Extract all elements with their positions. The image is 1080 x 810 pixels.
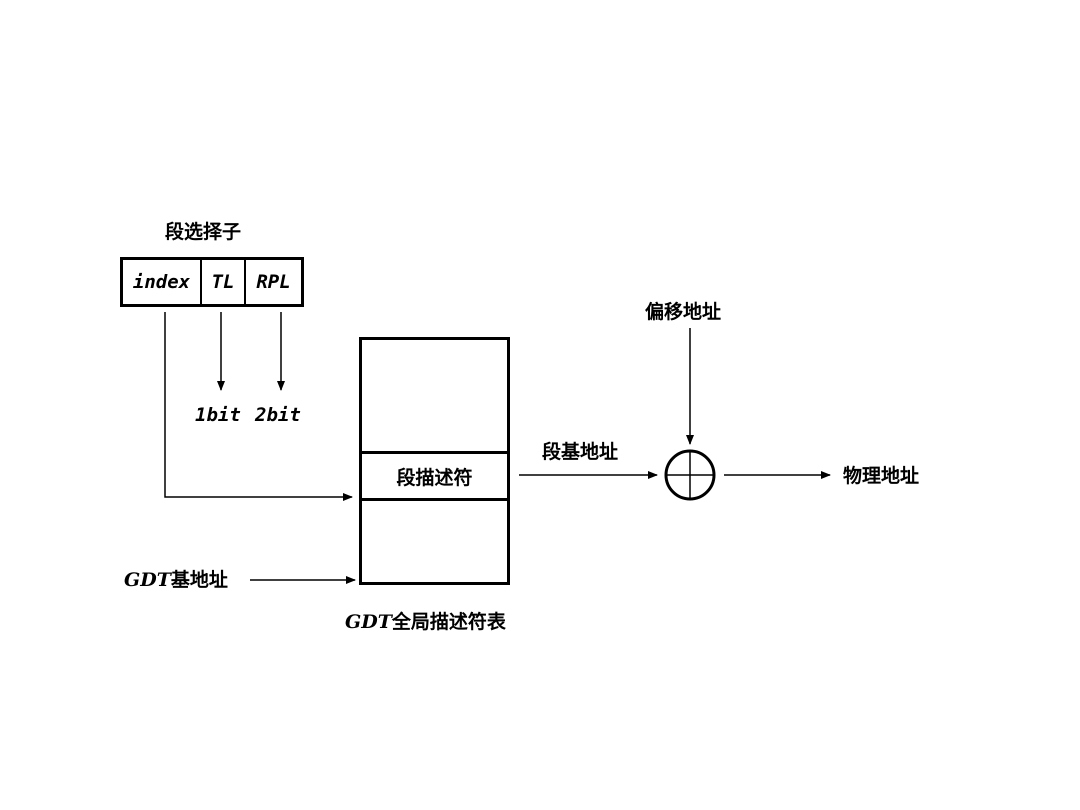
segment-base-label: 段基地址 — [542, 441, 619, 463]
offset-address-label: 偏移地址 — [645, 301, 722, 323]
gdt-table: 段描述符 — [359, 337, 510, 585]
segment-descriptor-label: 段描述符 — [396, 466, 473, 489]
gdt-base-label-prefix: GDT — [124, 569, 171, 591]
tl-bit-label: 1bit — [195, 404, 241, 426]
segment-descriptor-entry: 段描述符 — [362, 451, 507, 501]
selector-field-index: index — [123, 260, 202, 304]
selector-field-rpl: RPL — [256, 271, 291, 293]
gdt-entry-top — [362, 340, 507, 451]
gdt-base-label: GDT基地址 — [124, 568, 228, 592]
segment-selector-box: index TL RPL — [120, 257, 304, 307]
rpl-bit-label: 2bit — [255, 404, 301, 426]
index-to-descriptor-arrow — [164, 312, 353, 501]
gdt-table-caption-prefix: GDT — [345, 611, 392, 633]
selector-title: 段选择子 — [165, 221, 242, 243]
adder-plus-icon — [664, 449, 716, 501]
gdt-base-label-suffix: 基地址 — [170, 569, 228, 591]
physical-address-label: 物理地址 — [843, 465, 920, 487]
gdt-table-caption-suffix: 全局描述符表 — [391, 611, 506, 633]
selector-field-tl: TL — [202, 260, 246, 304]
gdt-entry-bottom — [362, 501, 507, 582]
gdt-table-caption: GDT全局描述符表 — [345, 610, 506, 634]
